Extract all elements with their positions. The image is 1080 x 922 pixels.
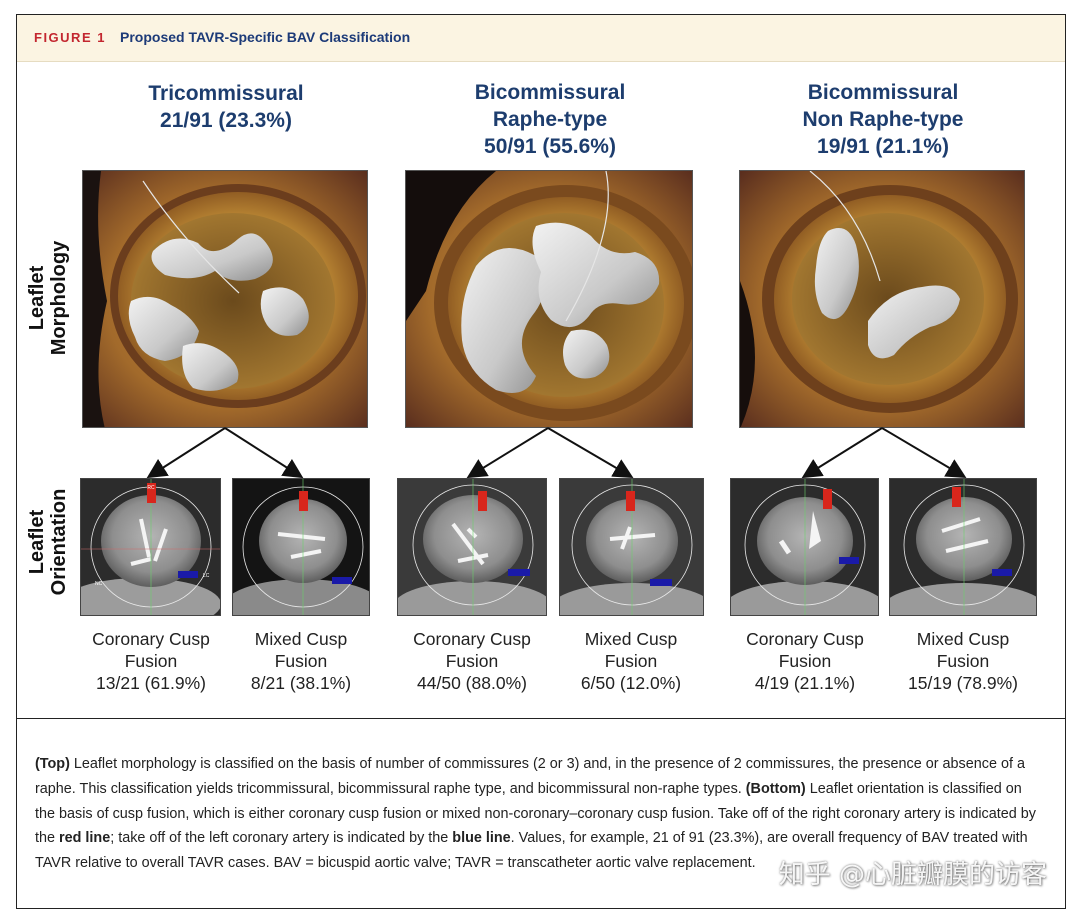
caption-bottom-label: (Bottom): [745, 780, 806, 797]
ct-marker-lc: LC: [203, 573, 210, 579]
caption-mid-text: ; take off of the left coronary artery i…: [110, 830, 453, 847]
caption-top-label: (Top): [35, 756, 70, 772]
ct-marker-rc: RC: [147, 485, 155, 491]
label-raphe-mixed: Mixed Cusp Fusion 6/50 (12.0%): [580, 629, 682, 693]
ct-image-raphe-coronary: [397, 478, 547, 616]
ct-image-non-raphe-coronary: [730, 478, 879, 616]
ct-image-raphe-mixed: [559, 478, 704, 616]
ct-image-non-raphe-mixed: [889, 478, 1037, 616]
morphology-image-raphe: [405, 170, 693, 428]
ct-image-tricommissural-coronary: RC LC NC: [80, 478, 221, 616]
caption-red-line: red line: [59, 830, 111, 847]
caption-blue-line: blue line: [452, 830, 511, 847]
caption-end-text: . Values, for example, 21 of 91 (23.3%),…: [35, 830, 1028, 872]
figure-header: FIGURE 1 Proposed TAVR-Specific BAV Clas…: [17, 15, 1065, 62]
label-non-raphe-coronary: Coronary Cusp Fusion 4/19 (21.1%): [746, 629, 864, 693]
caption-top-text: Leaflet morphology is classified on the …: [35, 756, 1025, 797]
ct-image-tricommissural-mixed: [232, 478, 370, 616]
column-title-non-raphe: Bicommissural Non Raphe-type 19/91 (21.1…: [802, 81, 964, 158]
label-tricommissural-mixed: Mixed Cusp Fusion 8/21 (38.1%): [250, 629, 352, 693]
morphology-image-non-raphe: [739, 170, 1025, 428]
figure-frame: FIGURE 1 Proposed TAVR-Specific BAV Clas…: [16, 14, 1066, 909]
figure-number: FIGURE 1: [34, 30, 106, 45]
label-tricommissural-coronary: Coronary Cusp Fusion 13/21 (61.9%): [92, 629, 210, 693]
column-title-tricommissural: Tricommissural 21/91 (23.3%): [148, 82, 304, 132]
column-title-raphe: Bicommissural Raphe-type 50/91 (55.6%): [474, 81, 626, 158]
morphology-image-tricommissural: [82, 170, 368, 428]
label-non-raphe-mixed: Mixed Cusp Fusion 15/19 (78.9%): [908, 629, 1018, 693]
caption-box: (Top) Leaflet morphology is classified o…: [17, 718, 1065, 909]
watermark: 知乎 @心脏瓣膜的访客: [778, 860, 1047, 890]
caption-bottom-text: Leaflet orientation is classified on the…: [35, 780, 1036, 847]
figure-title: Proposed TAVR-Specific BAV Classificatio…: [120, 29, 411, 45]
figure-caption: (Top) Leaflet morphology is classified o…: [35, 752, 1045, 876]
label-raphe-coronary: Coronary Cusp Fusion 44/50 (88.0%): [413, 629, 531, 693]
ct-marker-nc: NC: [95, 581, 103, 587]
